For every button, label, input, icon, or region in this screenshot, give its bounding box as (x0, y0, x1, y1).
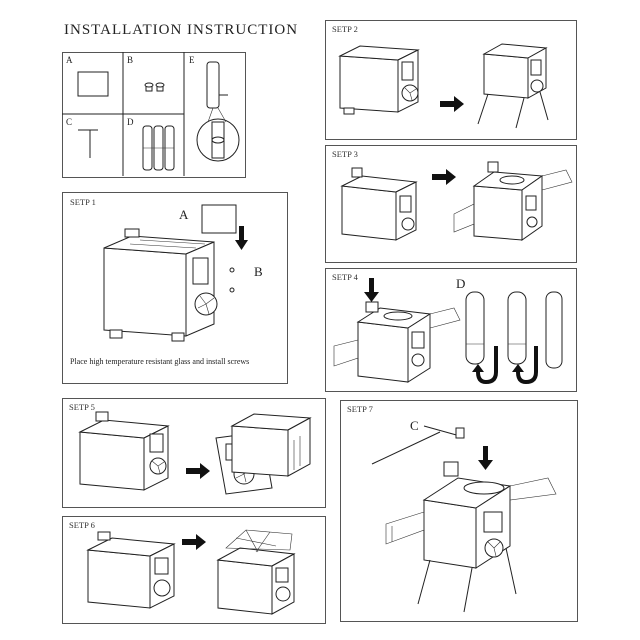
arrow-down-icon (364, 278, 379, 302)
stove-drawing (86, 531, 176, 609)
stove-with-shelves-drawing (333, 301, 461, 383)
arrow-right-icon (440, 96, 464, 112)
arrow-right-icon (182, 534, 206, 550)
step-7-mark-c: C (410, 418, 419, 433)
stove-drawing (340, 167, 418, 241)
stove-with-rack-drawing (216, 529, 296, 615)
part-label-b: B (127, 55, 134, 65)
stove-with-legs-drawing (477, 43, 549, 129)
step-4-mark-d: D (456, 276, 466, 291)
step-4-label: SETP 4 (332, 272, 358, 282)
glass-panel-icon (77, 71, 109, 97)
part-label-e: E (189, 55, 195, 65)
arrow-down-icon (235, 226, 248, 250)
stove-open-drawing (230, 413, 312, 477)
step-1-caption: Place high temperature resistant glass a… (70, 357, 250, 366)
step-3-label: SETP 3 (332, 149, 358, 159)
step-1-mark-a: A (179, 207, 189, 222)
poker-tool-icon (371, 425, 465, 465)
part-label-d: D (127, 117, 134, 127)
stove-with-shelves-drawing (385, 461, 557, 613)
stove-drawing (78, 411, 170, 491)
part-label-a: A (66, 55, 73, 65)
door-handle-icon (78, 129, 98, 158)
glass-panel-icon (201, 204, 237, 234)
stove-drawing (103, 228, 235, 342)
pipe-set-icon (142, 125, 175, 171)
step-2-label: SETP 2 (332, 24, 358, 34)
screws-icon (144, 82, 165, 92)
step-1-label: SETP 1 (70, 197, 96, 207)
step-6-label: SETP 6 (69, 520, 95, 530)
u-turn-arrow-icon (472, 346, 498, 385)
arrow-right-icon (432, 169, 456, 185)
u-turn-arrow-icon (512, 346, 538, 385)
arrow-right-icon (186, 463, 210, 479)
pipe-set-icon (465, 291, 563, 369)
part-label-c: C (66, 117, 73, 127)
step-1-mark-b: B (254, 264, 263, 279)
pipe-section-icon (196, 61, 240, 162)
stove-drawing (338, 45, 420, 115)
arrow-down-icon (478, 446, 493, 470)
stove-with-shelves-drawing (453, 161, 573, 241)
step-7-label: SETP 7 (347, 404, 373, 414)
page-title: INSTALLATION INSTRUCTION (64, 22, 299, 38)
step-5-label: SETP 5 (69, 402, 95, 412)
